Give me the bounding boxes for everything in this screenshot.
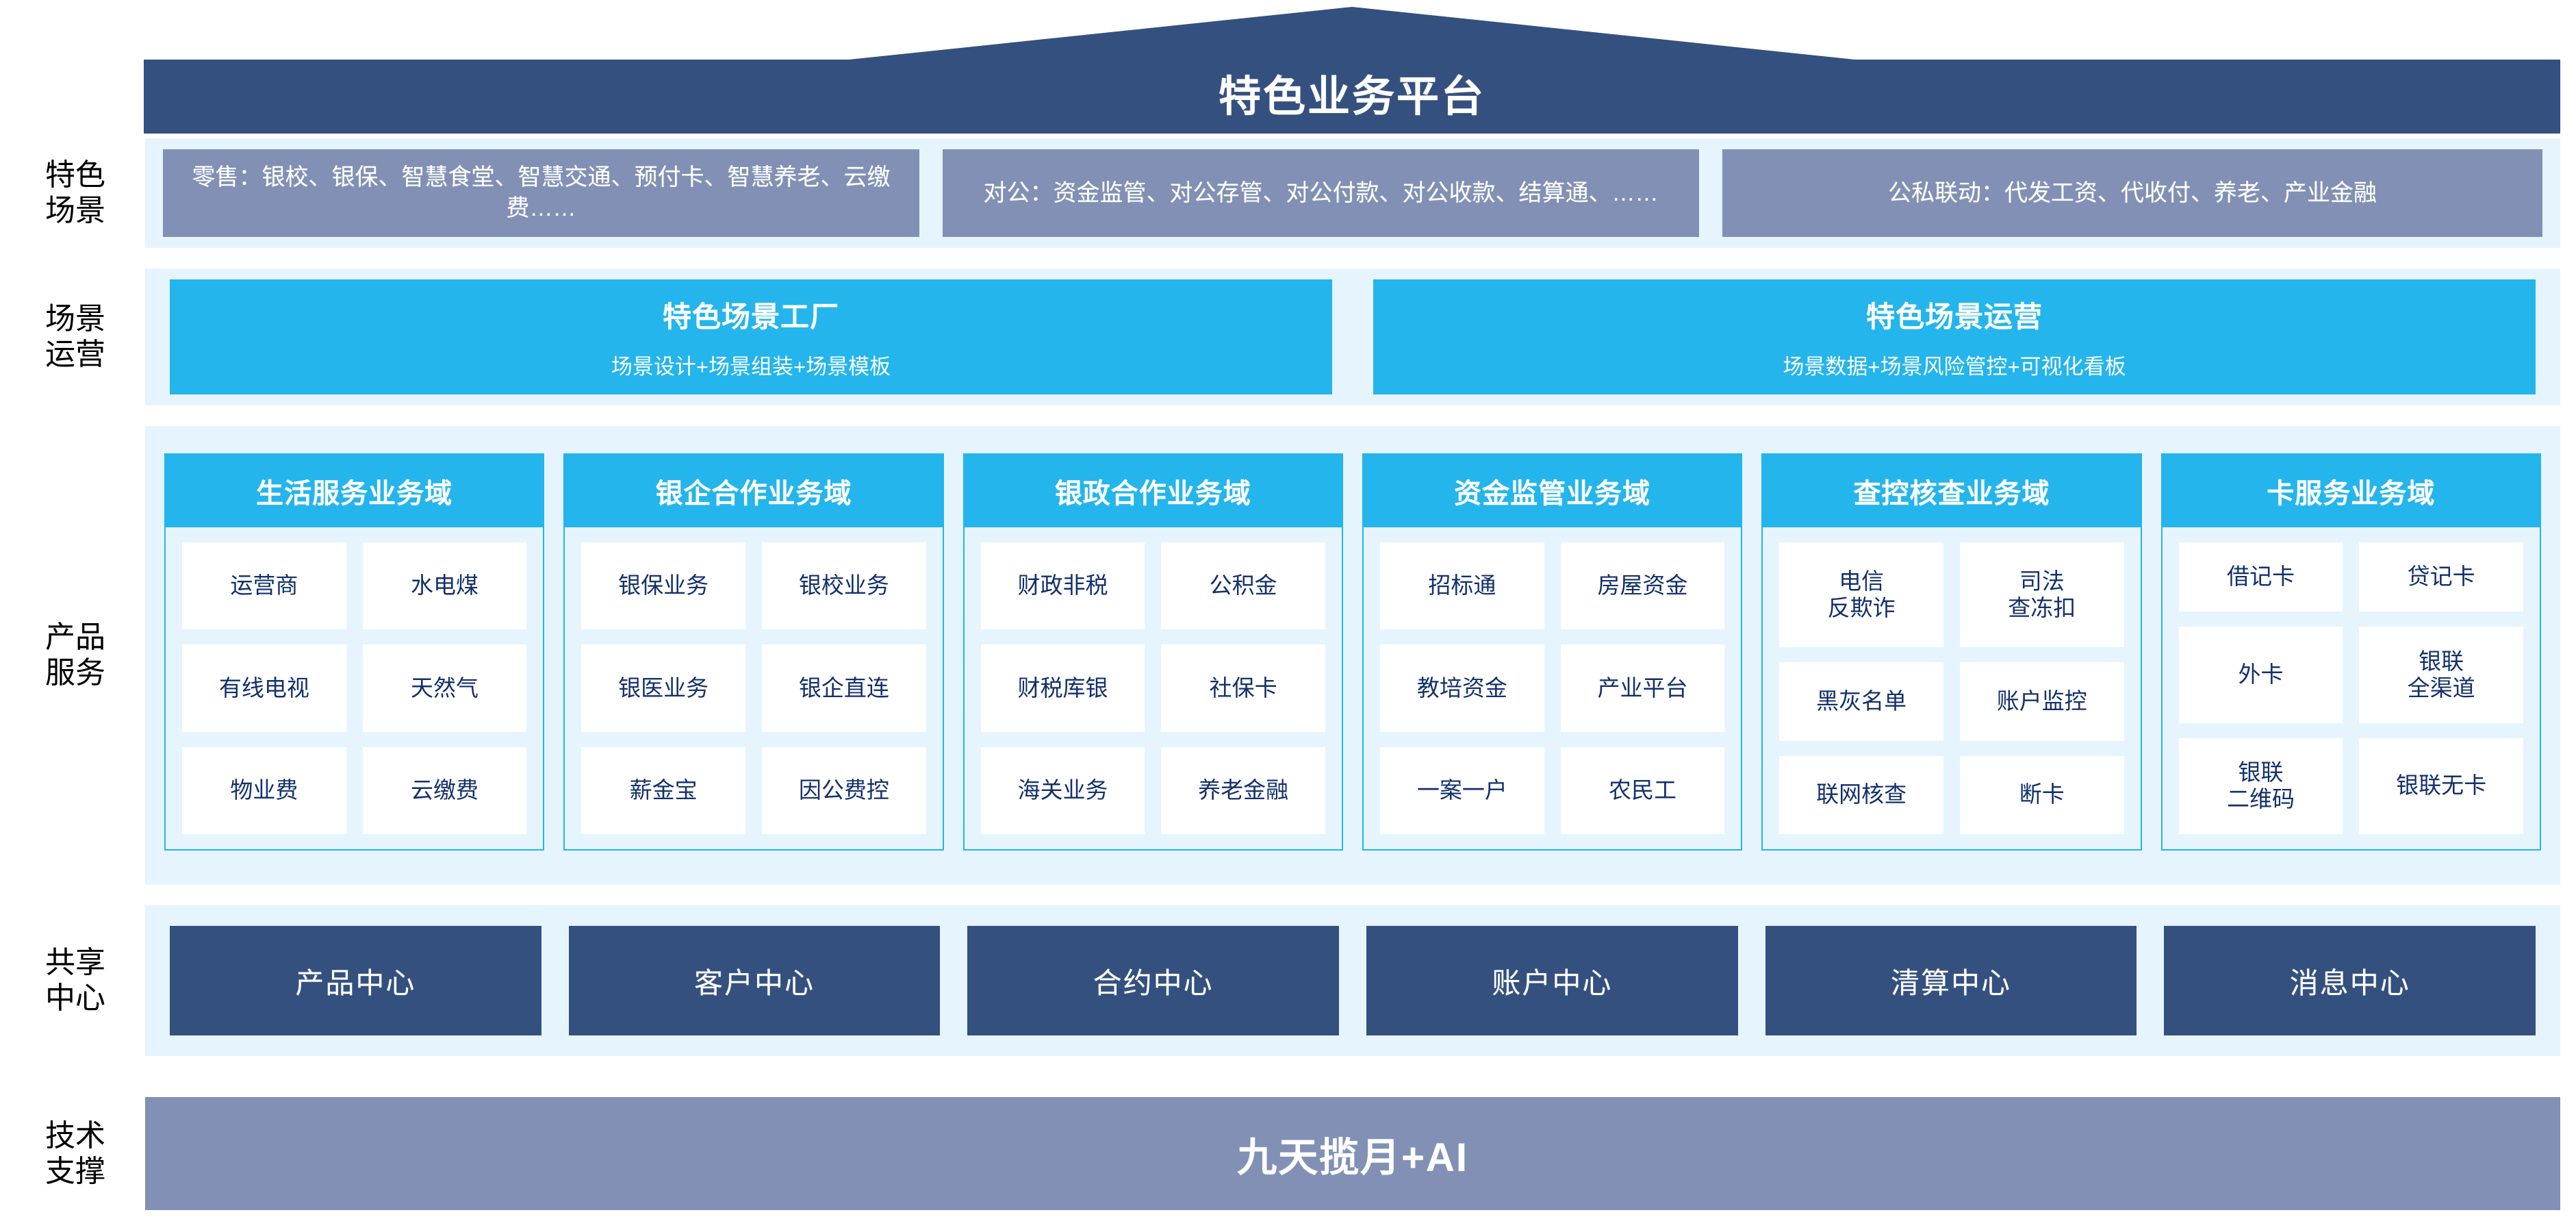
row-label-shared-line2: 中心 [45,981,105,1015]
row-label-scene-line1: 特色 [45,158,105,192]
product-item[interactable]: 招标通 [1379,542,1544,630]
scene-box-public-private[interactable]: 公私联动：代发工资、代收付、养老、产业金融 [1722,149,2542,237]
product-domain-title: 资金监管业务域 [1363,455,1742,527]
product-item[interactable]: 薪金宝 [581,746,745,834]
tech-support-label: 九天揽月+AI [1237,1135,1468,1180]
product-item[interactable]: 海关业务 [980,746,1145,834]
product-domain-column: 资金监管业务域招标通房屋资金教培资金产业平台一案一户农民工 [1362,453,1743,851]
product-item[interactable]: 银医业务 [581,644,745,732]
shared-center-box[interactable]: 客户中心 [568,926,941,1035]
row-label-products: 产品 服务 [21,426,130,885]
product-item[interactable]: 账户监控 [1959,662,2124,741]
shared-center-box[interactable]: 消息中心 [2164,926,2536,1035]
product-item-grid: 财政非税公积金财税库银社保卡海关业务养老金融 [965,527,1342,849]
row-label-operations-line2: 运营 [45,338,105,371]
ops-box-scene-factory-subtitle: 场景设计+场景组装+场景模板 [611,355,891,379]
product-item[interactable]: 云缴费 [362,746,527,834]
product-item[interactable]: 电信 反欺诈 [1779,542,1943,648]
scene-operations-row: 特色场景工厂 场景设计+场景组装+场景模板 特色场景运营 场景数据+场景风险管控… [145,268,2560,405]
product-item[interactable]: 财政非税 [980,542,1145,630]
ops-box-scene-operation-subtitle: 场景数据+场景风险管控+可视化看板 [1783,355,2126,379]
product-domain-title: 银政合作业务域 [964,455,1342,527]
row-label-operations: 场景 运营 [21,268,130,405]
product-item[interactable]: 公积金 [1161,542,1325,630]
row-label-tech-line1: 技术 [45,1118,105,1153]
product-item[interactable]: 社保卡 [1161,644,1325,732]
product-item[interactable]: 产业平台 [1560,644,1725,732]
product-services-row: 生活服务业务域运营商水电煤有线电视天然气物业费云缴费银企合作业务域银保业务银校业… [145,426,2560,885]
row-label-shared-line1: 共享 [45,946,105,980]
product-item[interactable]: 司法 查冻扣 [1959,542,2124,648]
shared-center-box[interactable]: 合约中心 [967,926,1340,1035]
ops-box-scene-operation[interactable]: 特色场景运营 场景数据+场景风险管控+可视化看板 [1373,279,2536,394]
product-domain-title: 银企合作业务域 [565,455,943,527]
row-label-operations-line1: 场景 [45,302,105,336]
product-item-grid: 招标通房屋资金教培资金产业平台一案一户农民工 [1364,527,1741,849]
product-item[interactable]: 一案一户 [1379,746,1544,834]
product-domain-column: 银政合作业务域财政非税公积金财税库银社保卡海关业务养老金融 [962,453,1343,851]
product-item[interactable]: 银联 全渠道 [2359,627,2523,723]
product-item[interactable]: 外卡 [2178,627,2343,723]
product-item-grid: 运营商水电煤有线电视天然气物业费云缴费 [166,527,543,849]
product-item[interactable]: 联网核查 [1779,755,1943,834]
product-domain-column: 生活服务业务域运营商水电煤有线电视天然气物业费云缴费 [164,453,545,851]
product-item-grid: 银保业务银校业务银医业务银企直连薪金宝因公费控 [565,527,942,849]
product-item[interactable]: 银联 二维码 [2178,738,2343,834]
row-label-products-line2: 服务 [45,656,105,690]
tech-support-row: 九天揽月+AI [145,1097,2560,1210]
ops-box-scene-factory-title: 特色场景工厂 [662,301,839,333]
product-item[interactable]: 物业费 [182,746,346,834]
product-item[interactable]: 农民工 [1560,746,1725,834]
product-domain-title: 卡服务业务域 [2162,455,2540,527]
product-item[interactable]: 贷记卡 [2359,542,2523,612]
shared-center-box[interactable]: 产品中心 [170,926,541,1035]
product-domain-title: 生活服务业务域 [166,455,544,527]
shared-center-row: 产品中心客户中心合约中心账户中心清算中心消息中心 [145,905,2560,1056]
product-item[interactable]: 银校业务 [761,542,926,630]
product-item-grid: 借记卡贷记卡外卡银联 全渠道银联 二维码银联无卡 [2163,527,2540,849]
product-item[interactable]: 财税库银 [980,644,1145,732]
product-item-grid: 电信 反欺诈司法 查冻扣黑灰名单账户监控联网核查断卡 [1763,527,2140,849]
product-item[interactable]: 养老金融 [1161,746,1325,834]
product-item[interactable]: 断卡 [1959,755,2124,834]
product-domain-title: 查控核查业务域 [1763,455,2141,527]
roof-band [144,60,2560,134]
product-domain-column: 查控核查业务域电信 反欺诈司法 查冻扣黑灰名单账户监控联网核查断卡 [1761,453,2142,851]
product-item[interactable]: 银联无卡 [2359,738,2523,834]
platform-roof-banner: 特色业务平台 [144,7,2560,134]
product-item[interactable]: 银企直连 [761,644,926,732]
product-item[interactable]: 黑灰名单 [1779,662,1943,741]
product-item[interactable]: 教培资金 [1379,644,1544,732]
row-label-tech-support: 技术 支撑 [21,1097,130,1210]
product-item[interactable]: 天然气 [362,644,527,732]
product-item[interactable]: 借记卡 [2178,542,2343,612]
scene-box-corporate[interactable]: 对公：资金监管、对公存管、对公付款、对公收款、结算通、…… [943,149,1699,237]
product-domain-column: 银企合作业务域银保业务银校业务银医业务银企直连薪金宝因公费控 [563,453,944,851]
scene-row: 零售：银校、银保、智慧食堂、智慧交通、预付卡、智慧养老、云缴费…… 对公：资金监… [145,138,2560,248]
product-item[interactable]: 水电煤 [362,542,527,630]
product-domain-column: 卡服务业务域借记卡贷记卡外卡银联 全渠道银联 二维码银联无卡 [2160,453,2541,851]
page-title: 特色业务平台 [1218,73,1485,121]
shared-center-box[interactable]: 清算中心 [1765,926,2137,1035]
ops-box-scene-factory[interactable]: 特色场景工厂 场景设计+场景组装+场景模板 [170,279,1332,394]
product-item[interactable]: 房屋资金 [1560,542,1725,630]
row-label-shared-center: 共享 中心 [21,905,130,1056]
shared-center-box[interactable]: 账户中心 [1366,926,1738,1035]
row-label-products-line1: 产品 [45,620,105,655]
product-item[interactable]: 因公费控 [761,746,926,834]
ops-box-scene-operation-title: 特色场景运营 [1865,301,2043,333]
product-item[interactable]: 运营商 [182,542,346,630]
row-label-scene-line2: 场景 [45,194,105,227]
scene-box-retail[interactable]: 零售：银校、银保、智慧食堂、智慧交通、预付卡、智慧养老、云缴费…… [163,149,919,237]
product-item[interactable]: 银保业务 [581,542,745,630]
product-item[interactable]: 有线电视 [182,644,346,732]
row-label-scene: 特色 场景 [21,138,130,248]
row-label-tech-line2: 支撑 [45,1154,105,1188]
